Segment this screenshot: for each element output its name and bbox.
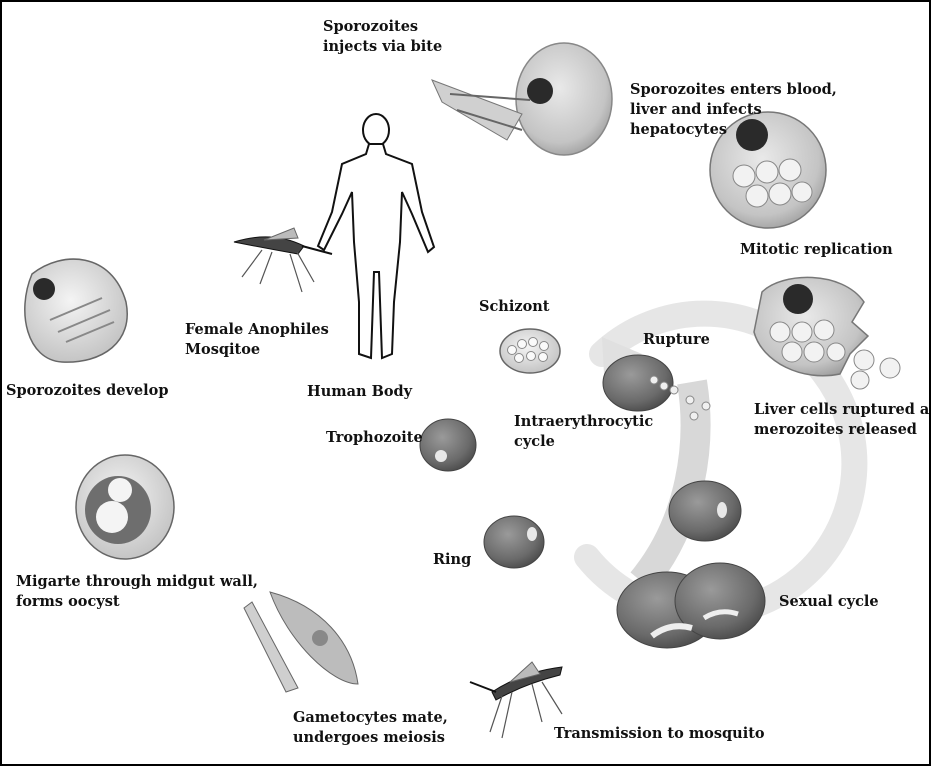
label-line: Mosqitoe bbox=[185, 341, 261, 358]
label-line: Human Body bbox=[307, 383, 413, 400]
label-line: Female Anophiles bbox=[185, 321, 329, 338]
label-intraerythrocytic-cycle: Intraerythrocytic cycle bbox=[514, 412, 653, 452]
label-gametocytes: Gametocytes mate, undergoes meiosis bbox=[293, 708, 448, 748]
label-line: Ring bbox=[433, 551, 472, 568]
label-schizont: Schizont bbox=[479, 297, 550, 317]
label-liver-cells-ruptured: Liver cells ruptured and merozoites rele… bbox=[754, 400, 931, 440]
label-line: undergoes meiosis bbox=[293, 729, 445, 746]
oocyst-cell bbox=[75, 454, 175, 560]
label-line: Sporozoites bbox=[323, 18, 419, 35]
label-line: Sporozoites develop bbox=[6, 382, 169, 399]
female-mosquito bbox=[233, 227, 333, 293]
label-female-anophiles: Female Anophiles Mosqitoe bbox=[185, 320, 329, 360]
label-sporozoites-inject: Sporozoites injects via bite bbox=[323, 17, 442, 57]
label-line: Intraerythrocytic bbox=[514, 413, 654, 430]
label-line: cycle bbox=[514, 433, 555, 450]
sporozoite-injection-cell bbox=[431, 42, 613, 156]
label-human-body: Human Body bbox=[307, 382, 412, 402]
label-migrate-midgut: Migarte through midgut wall, forms oocys… bbox=[16, 572, 258, 612]
transmission-mosquito bbox=[469, 661, 563, 739]
rbc-right bbox=[668, 480, 742, 542]
label-line: merozoites released bbox=[754, 421, 917, 438]
label-line: Transmission to mosquito bbox=[554, 725, 765, 742]
label-transmission: Transmission to mosquito bbox=[554, 724, 765, 744]
label-sexual-cycle: Sexual cycle bbox=[779, 592, 879, 612]
label-line: Migarte through midgut wall, bbox=[16, 573, 258, 590]
label-line: Schizont bbox=[479, 298, 550, 315]
label-line: Sporozoites enters blood, bbox=[630, 81, 837, 98]
label-line: injects via bite bbox=[323, 38, 443, 55]
label-line: Rupture bbox=[643, 331, 710, 348]
label-sporozoites-blood: Sporozoites enters blood, liver and infe… bbox=[630, 80, 837, 140]
label-line: hepatocytes bbox=[630, 121, 728, 138]
trophozoite-rbc bbox=[419, 418, 477, 472]
ruptured-liver-cell bbox=[753, 276, 901, 390]
label-line: Trophozoite bbox=[326, 429, 423, 446]
label-ring: Ring bbox=[433, 550, 471, 570]
schizont-cell bbox=[499, 328, 561, 374]
label-sporozoites-develop: Sporozoites develop bbox=[6, 381, 168, 401]
ring-rbc bbox=[483, 515, 545, 569]
label-line: Gametocytes mate, bbox=[293, 709, 448, 726]
sporozoites-develop-cell bbox=[24, 258, 128, 363]
sexual-cycle-rbcs bbox=[616, 562, 766, 649]
label-line: liver and infects bbox=[630, 101, 762, 118]
label-trophozoite: Trophozoite bbox=[326, 428, 423, 448]
label-line: Mitotic replication bbox=[740, 241, 893, 258]
gametocytes-mating bbox=[243, 591, 359, 693]
infected-hepatocyte bbox=[709, 111, 827, 229]
label-line: forms oocyst bbox=[16, 593, 120, 610]
human-body-figure bbox=[316, 113, 436, 360]
label-line: Sexual cycle bbox=[779, 593, 879, 610]
label-rupture: Rupture bbox=[643, 330, 710, 350]
label-mitotic-replication: Mitotic replication bbox=[740, 240, 893, 260]
rupture-rbc bbox=[602, 354, 711, 421]
label-line: Liver cells ruptured and bbox=[754, 401, 931, 418]
